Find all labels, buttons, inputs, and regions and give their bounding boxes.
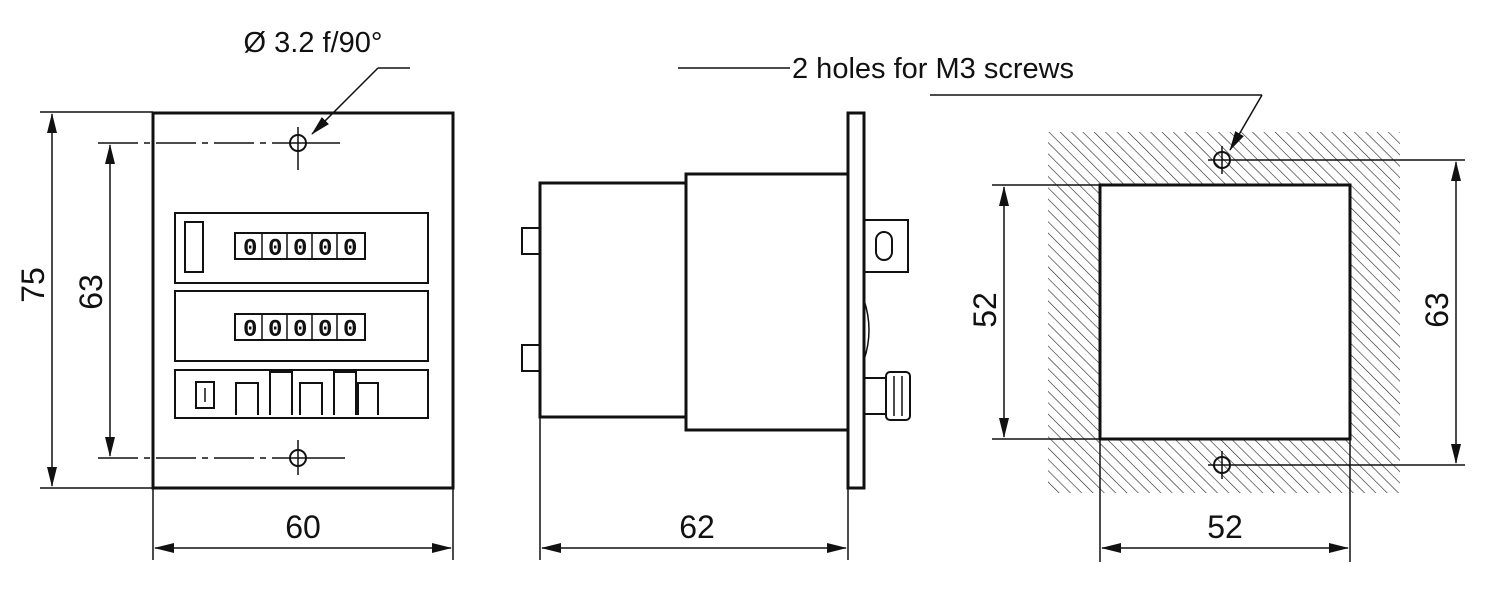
counter-digits-top: 0 0 0 0 0 — [243, 236, 357, 263]
panel-hatching — [1048, 132, 1400, 493]
counter-digit: 0 — [243, 236, 257, 263]
dimension-label-63-spacing: 63 — [1419, 292, 1455, 328]
dimension-label-75: 75 — [15, 267, 51, 303]
terminal-bottom — [521, 344, 541, 372]
side-contour — [863, 299, 870, 361]
counter-panel-bottom: 0 0 0 0 0 — [174, 290, 429, 362]
reset-knob — [863, 371, 911, 421]
button-strip — [174, 369, 429, 419]
dimension-75: 75 — [15, 111, 153, 489]
counter-digit: 0 — [343, 236, 357, 263]
mounting-clip — [863, 219, 909, 273]
dimension-label-52-height: 52 — [967, 292, 1003, 328]
reset-slot-icon — [184, 221, 204, 273]
mounting-hole-top — [282, 127, 340, 170]
side-flange — [846, 111, 866, 490]
hole-spec-label: Ø 3.2 f/90° — [244, 27, 383, 59]
counter-digits-bottom: 0 0 0 0 0 — [243, 317, 357, 344]
cutout-hole-top — [1208, 146, 1465, 174]
cutout-view: 52 63 52 — [930, 94, 1465, 562]
dimension-label-60: 60 — [285, 509, 321, 545]
dimension-label-62: 62 — [679, 509, 715, 545]
screw-note-label: 2 holes for M3 screws — [792, 53, 1074, 85]
counter-digit: 0 — [343, 317, 357, 344]
counter-panel-top: 0 0 0 0 0 — [174, 212, 429, 284]
cutout-hole-bottom — [1208, 451, 1465, 479]
dimension-52-width: 52 — [1099, 439, 1351, 562]
cutout-outline — [1098, 183, 1352, 441]
cutout-hole-leader — [930, 94, 1263, 151]
dimension-label-63: 63 — [73, 274, 109, 310]
dimension-63-holes: 63 — [73, 142, 282, 459]
counter-digit: 0 — [318, 236, 332, 263]
counter-digit: 0 — [293, 317, 307, 344]
side-front-body — [684, 172, 850, 432]
hole-callout: Ø 3.2 f/90° — [244, 27, 410, 135]
front-view: 0 0 0 0 0 0 0 0 0 0 — [15, 27, 455, 560]
front-plate-outline — [151, 111, 455, 490]
dimension-60: 60 — [152, 488, 454, 560]
mounting-hole-bottom — [282, 440, 345, 475]
dimension-63-spacing: 63 — [1419, 161, 1461, 464]
counter-digit: 0 — [268, 317, 282, 344]
dimension-62: 62 — [539, 417, 849, 560]
counter-digit: 0 — [293, 236, 307, 263]
screw-note: 2 holes for M3 screws — [678, 53, 1074, 85]
dimension-label-52-width: 52 — [1207, 509, 1243, 545]
side-rear-body — [538, 181, 688, 419]
terminal-top — [521, 227, 541, 255]
reset-button-icon — [195, 381, 215, 409]
counter-digit: 0 — [318, 317, 332, 344]
counter-digit: 0 — [268, 236, 282, 263]
side-view: 62 2 holes for M3 screws — [521, 53, 1074, 560]
counter-digit: 0 — [243, 317, 257, 344]
dimension-52-height: 52 — [967, 184, 1100, 440]
